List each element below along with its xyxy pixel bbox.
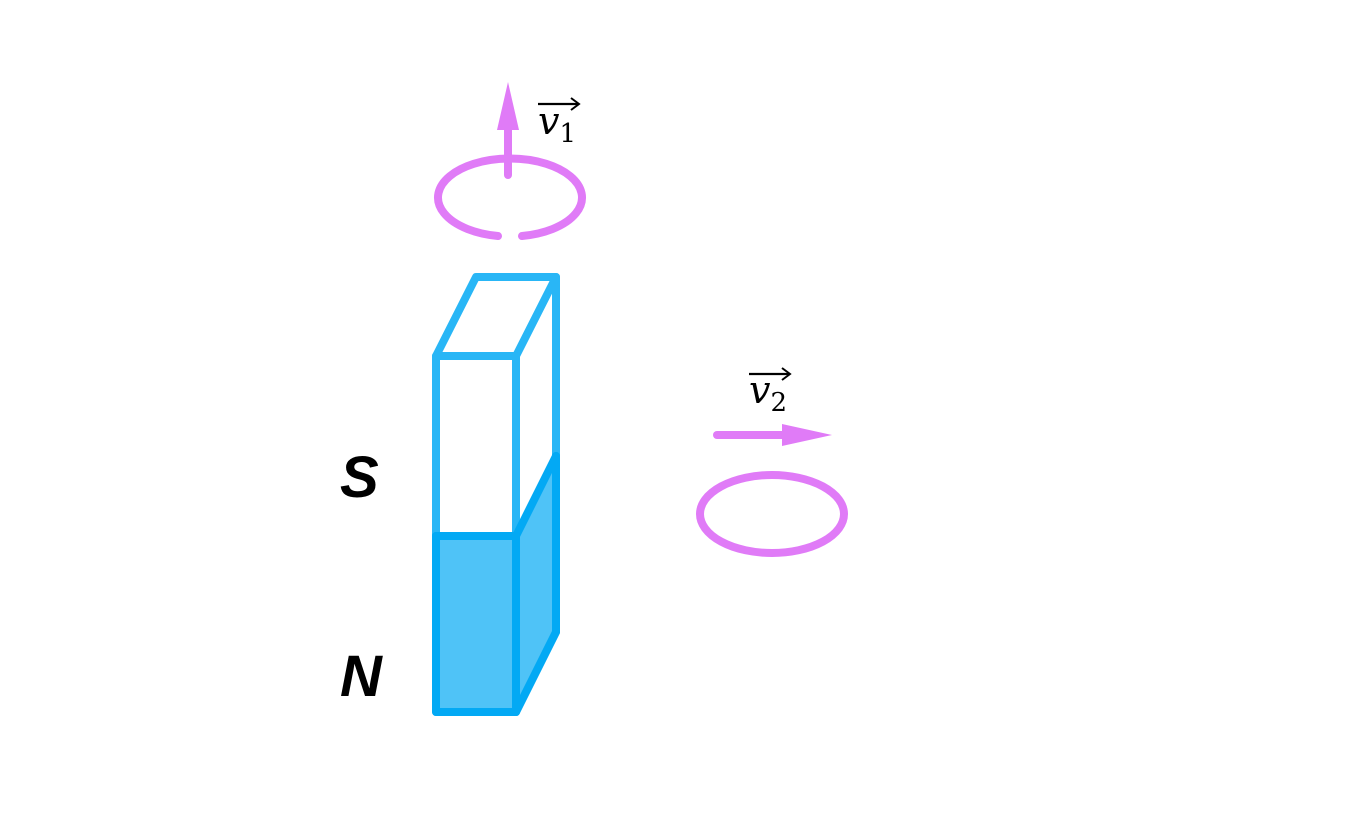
velocity-label-1-symbol: v bbox=[538, 99, 560, 143]
magnet-division-side bbox=[512, 452, 560, 540]
velocity-label-2-symbol: v bbox=[749, 368, 771, 412]
velocity-label-1: v1 bbox=[538, 97, 581, 149]
north-pole-label: N bbox=[340, 644, 383, 709]
bar-magnet bbox=[432, 273, 560, 716]
velocity-arrow-2 bbox=[713, 424, 832, 446]
vector-bar-1-tip bbox=[570, 97, 581, 111]
velocity-label-2: v2 bbox=[749, 367, 792, 418]
south-pole-label: S bbox=[340, 445, 379, 510]
magnet-north-front-face bbox=[436, 536, 516, 712]
velocity-label-2-subscript: 2 bbox=[770, 388, 787, 418]
vector-bar-2-tip bbox=[781, 367, 792, 381]
ring-2-loop bbox=[696, 471, 848, 557]
velocity-arrow-1-head bbox=[497, 82, 519, 130]
svg-text:v2: v2 bbox=[749, 368, 787, 418]
magnet-north-outline bbox=[432, 452, 560, 716]
velocity-arrow-2-head bbox=[782, 424, 832, 446]
svg-text:v1: v1 bbox=[538, 99, 576, 149]
velocity-label-1-subscript: 1 bbox=[559, 119, 576, 149]
velocity-arrow-1 bbox=[497, 82, 519, 179]
